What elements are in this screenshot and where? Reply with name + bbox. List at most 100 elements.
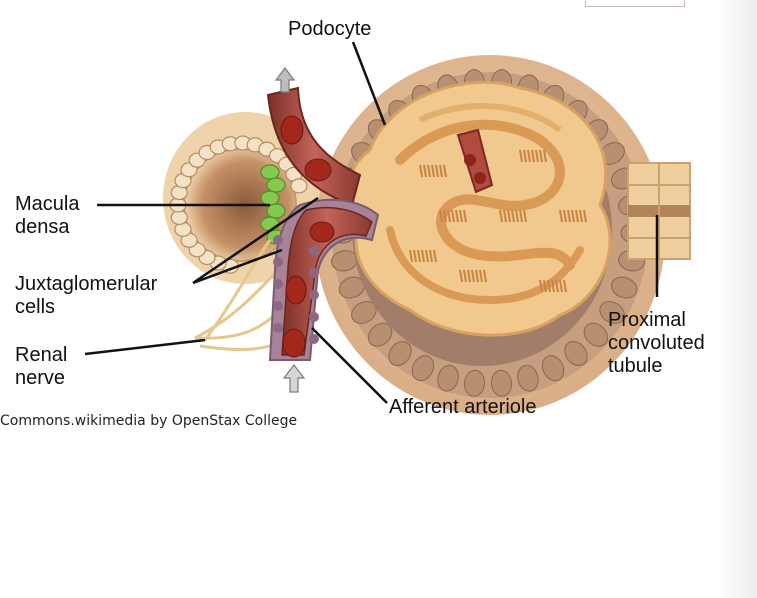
label-macula-line1: Macula <box>15 193 80 215</box>
foot-process <box>443 164 447 178</box>
foot-process <box>435 164 439 178</box>
foot-process <box>467 269 471 283</box>
label-nerve-line1: Renal <box>15 344 68 366</box>
foot-process <box>499 209 503 223</box>
label-jg-line1: Juxtaglomerular <box>15 273 158 295</box>
foot-process <box>439 164 443 178</box>
capsule-cell <box>599 301 625 324</box>
foot-process <box>519 149 523 163</box>
foot-process <box>471 269 475 283</box>
foot-process <box>463 209 467 223</box>
jg-cell <box>273 235 283 245</box>
jg-cell <box>273 279 283 289</box>
label-jg-line2: cells <box>15 296 56 318</box>
foot-process <box>511 209 515 223</box>
capsule-cell <box>490 369 513 397</box>
foot-process <box>515 209 519 223</box>
flow-arrow-in-icon <box>282 364 306 393</box>
label-podocyte: Podocyte <box>288 18 372 40</box>
foot-process <box>555 279 559 293</box>
foot-process <box>431 164 435 178</box>
capsule-cell <box>437 364 459 392</box>
foot-process <box>559 279 563 293</box>
juxtaglomerular-cell-dots <box>273 235 319 344</box>
capsule-cell <box>388 341 412 366</box>
foot-process <box>547 279 551 293</box>
glomerulus <box>348 80 612 337</box>
foot-process <box>409 249 413 263</box>
jg-cell <box>309 268 319 278</box>
foot-process <box>417 249 421 263</box>
foot-process <box>583 209 587 223</box>
macula-cell <box>266 177 286 193</box>
corner-frame <box>585 0 685 7</box>
label-macula-densa: Macula densa <box>15 193 79 239</box>
efferent-arteriole <box>266 86 362 207</box>
capsule-cell <box>367 322 393 347</box>
foot-process <box>519 209 523 223</box>
foot-process <box>507 209 511 223</box>
foot-process <box>523 209 527 223</box>
foot-process <box>575 209 579 223</box>
label-juxtaglomerular-cells: Juxtaglomerular cells <box>15 273 157 319</box>
macula-cell <box>266 203 286 219</box>
capsule-cell <box>610 276 638 299</box>
foot-process <box>503 209 507 223</box>
podocyte-foot-processes <box>409 149 587 293</box>
foot-process <box>539 149 543 163</box>
foot-process <box>559 209 563 223</box>
jg-cell <box>273 301 283 311</box>
foot-process <box>447 209 451 223</box>
foot-process <box>579 209 583 223</box>
label-nerve-line2: nerve <box>15 367 66 389</box>
foot-process <box>419 164 423 178</box>
foot-process <box>551 279 555 293</box>
foot-process <box>483 269 487 283</box>
image-credit: Commons.wikimedia by OpenStax College <box>0 413 298 429</box>
label-macula-line2: densa <box>15 216 70 238</box>
label-pct-line3: tubule <box>608 355 663 377</box>
foot-process <box>463 269 467 283</box>
label-renal-nerve: Renal nerve <box>15 344 67 390</box>
foot-process <box>539 279 543 293</box>
foot-process <box>439 209 443 223</box>
label-pct-line1: Proximal <box>608 309 686 331</box>
foot-process <box>459 269 463 283</box>
foot-process <box>421 249 425 263</box>
leader-lines <box>84 41 659 404</box>
label-afferent-arteriole: Afferent arteriole <box>389 396 537 418</box>
foot-process <box>563 279 567 293</box>
foot-process <box>429 249 433 263</box>
jg-cell <box>273 323 283 333</box>
foot-process <box>527 149 531 163</box>
foot-process <box>433 249 437 263</box>
capsule-cell <box>564 341 588 366</box>
foot-process <box>531 149 535 163</box>
tubule-cell <box>290 178 308 194</box>
foot-process <box>451 209 455 223</box>
foot-process <box>423 164 427 178</box>
macula-densa-cells <box>260 164 286 245</box>
label-proximal-convoluted-tubule: Proximal convoluted tubule <box>608 309 705 378</box>
foot-process <box>563 209 567 223</box>
capsule-cell <box>583 322 609 347</box>
foot-process <box>455 209 459 223</box>
foot-process <box>567 209 571 223</box>
capsule-cell <box>541 355 565 382</box>
proximal-tubule <box>627 162 691 260</box>
jg-cell <box>309 312 319 322</box>
tubule-cell <box>170 209 188 226</box>
flow-arrow-out-icon <box>274 67 296 93</box>
jg-cell <box>273 257 283 267</box>
jg-cell <box>309 290 319 300</box>
foot-process <box>543 149 547 163</box>
foot-process <box>535 149 539 163</box>
foot-process <box>475 269 479 283</box>
foot-process <box>571 209 575 223</box>
label-pct-line2: convoluted <box>608 332 705 354</box>
foot-process <box>425 249 429 263</box>
foot-process <box>479 269 483 283</box>
foot-process <box>543 279 547 293</box>
